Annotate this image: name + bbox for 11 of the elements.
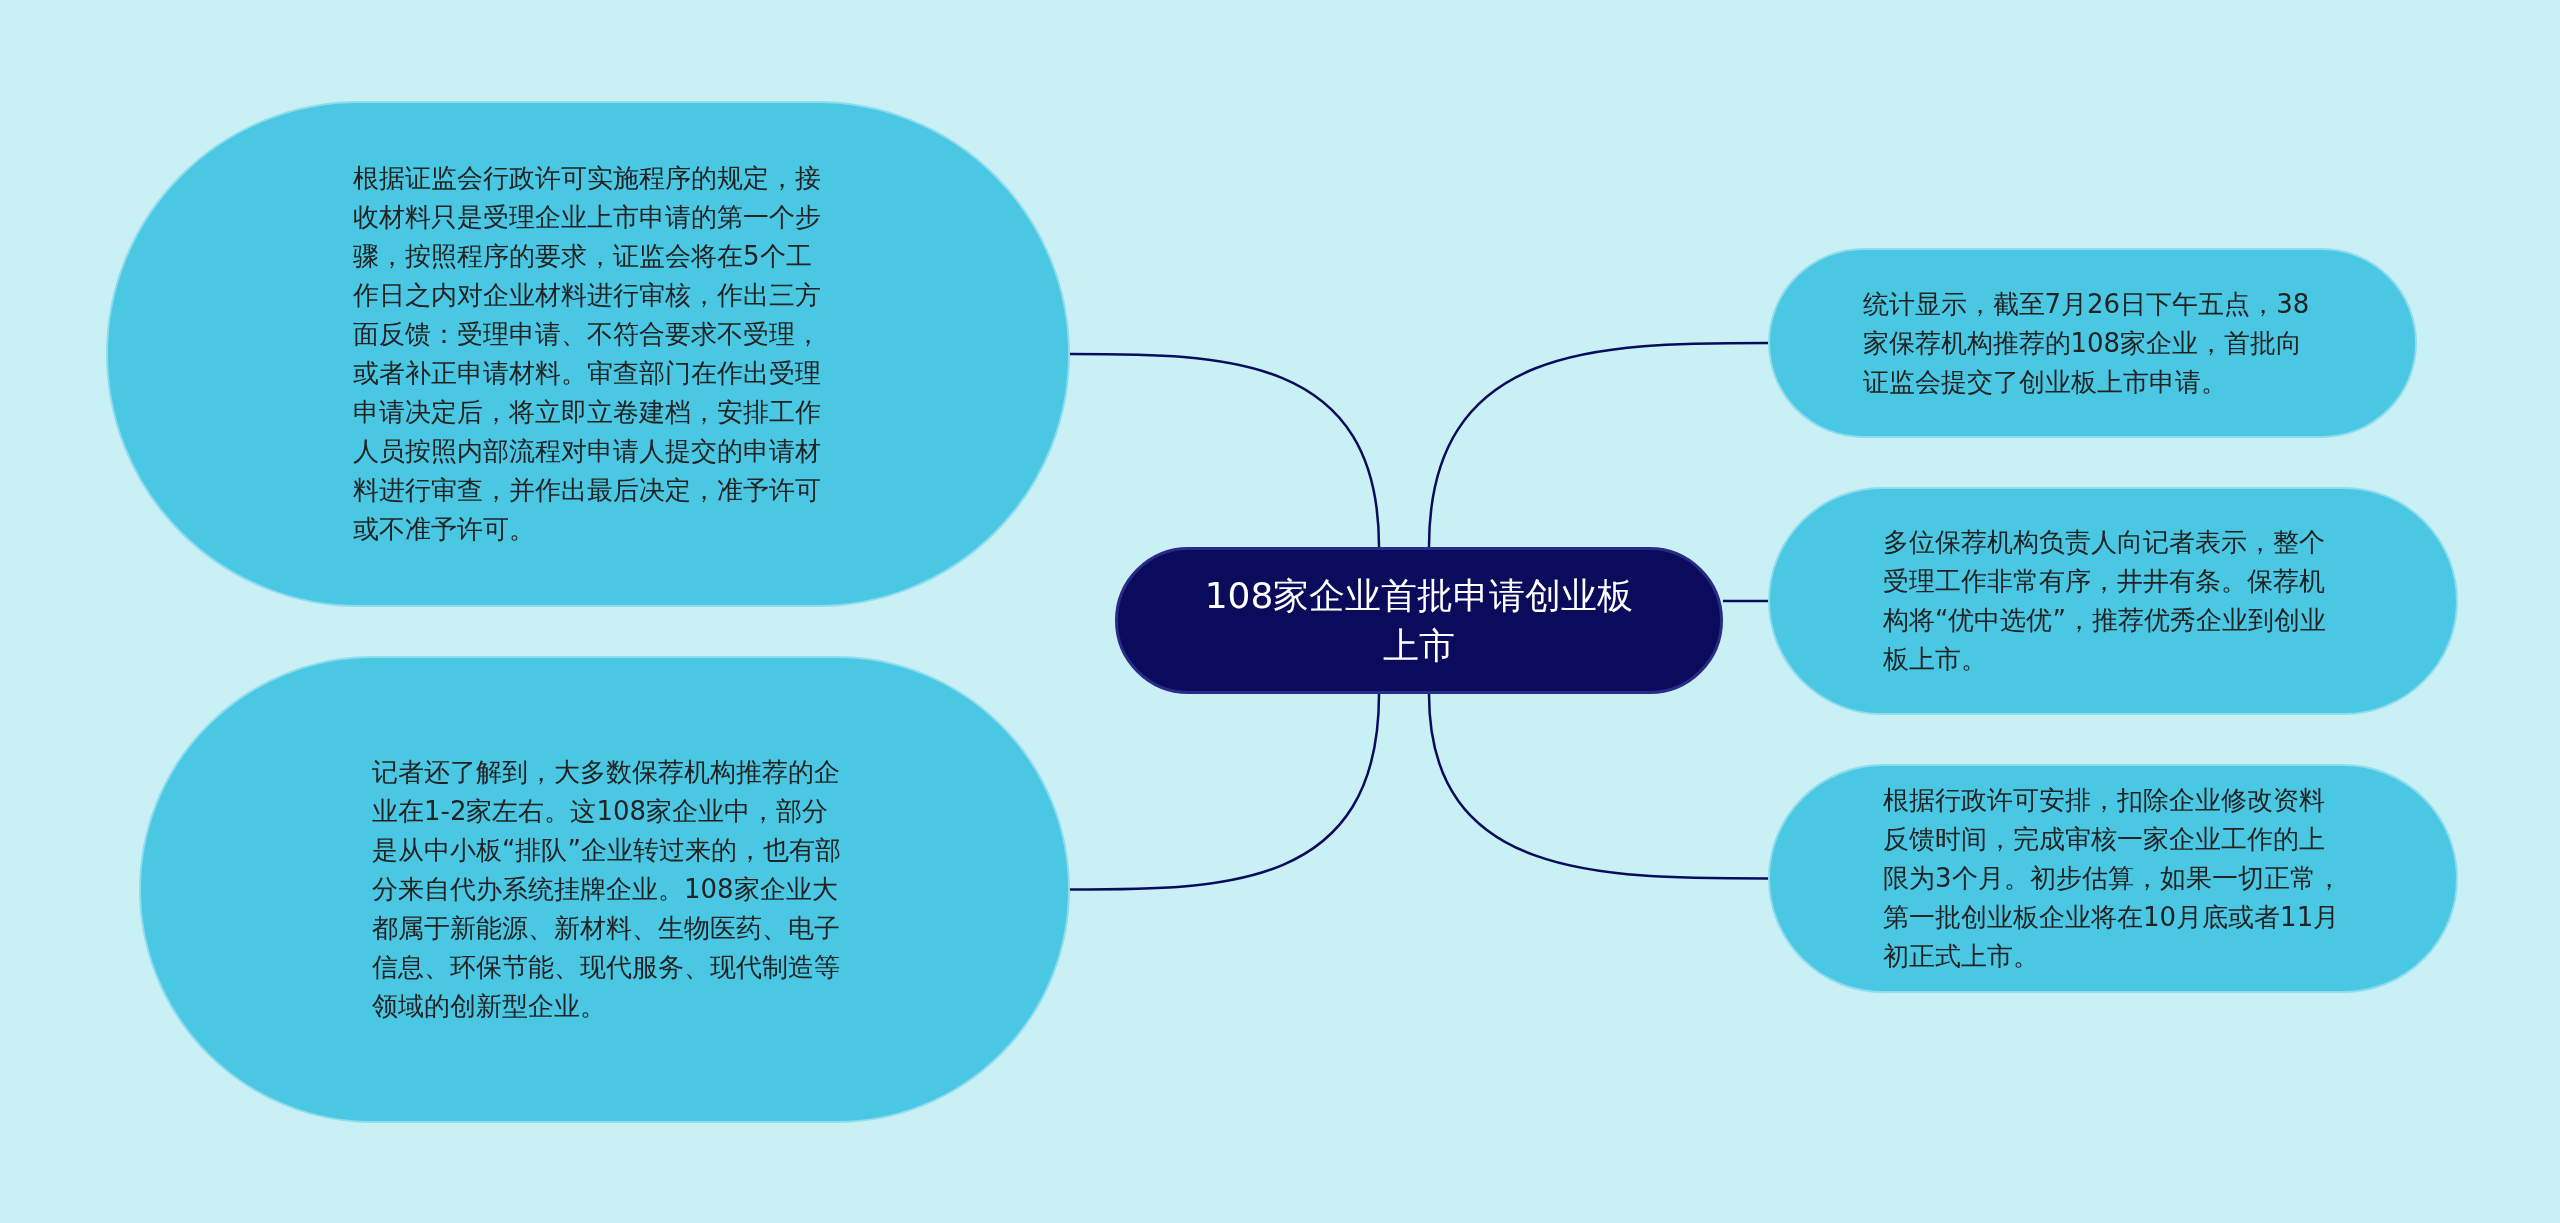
subtopic-text: 根据行政许可安排，扣除企业修改资料反馈时间，完成审核一家企业工作的上限为3个月。初步估算，如果一切正常，第一批创业板企业将在10月底或者11月初正式上市。 <box>1883 784 2343 973</box>
connector-line <box>1070 352 1381 548</box>
topic-title: 108家企业首批申请创业板上市 <box>1203 573 1635 668</box>
connector-line <box>1723 599 1768 603</box>
subtopic-text: 多位保荐机构负责人向记者表示，整个受理工作非常有序，井井有条。保荐机构将“优中选优”，推荐优秀企业到创业板上市。 <box>1883 526 2327 676</box>
connector-line <box>1427 341 1768 548</box>
connector-line <box>1070 693 1381 891</box>
subtopic-text: 统计显示，截至7月26日下午五点，38家保荐机构推荐的108家企业，首批向证监会提交了创业板上市申请。 <box>1862 287 2311 399</box>
connector-line <box>1427 693 1768 880</box>
subtopic-text: 记者还了解到，大多数保荐机构推荐的企业在1-2家左右。这108家企业中，部分是从中小板“排队”企业转过来的，也有部分来自代办系统挂牌企业。108家企业大都属于新能源、新材料、生物医药、电子信息、环保节能、现代服务、现代制造等领域的创新型企业。 <box>372 756 842 1023</box>
subtopic-text: 根据证监会行政许可实施程序的规定，接收材料只是受理企业上市申请的第一个步骤，按照程序的要求，证监会将在5个工作日之内对企业材料进行审核，作出三方面反馈：受理申请、不符合要求不受理，或者补正申请材料。审查部门在作出受理申请决定后，将立即立卷建档，安排工作人员按照内部流程对申请人提交的申请材料进行审查，并作出最后决定，准予许可或不准予许可。 <box>353 162 822 546</box>
